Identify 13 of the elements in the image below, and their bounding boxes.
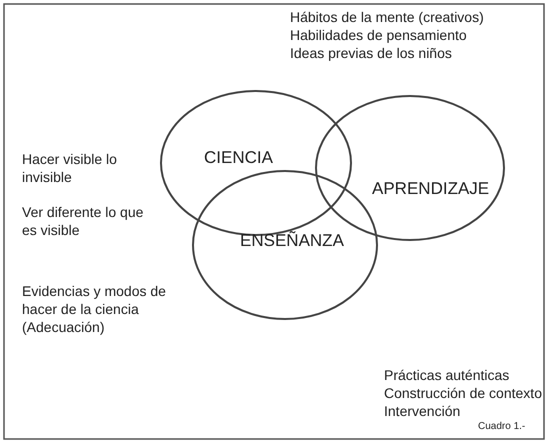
- annotation-text: Ideas previas de los niños: [290, 44, 452, 62]
- annotation-text: Evidencias y modos de hacer de la ciencia (Adecuación): [22, 282, 167, 336]
- annotation-text: Intervención: [384, 402, 460, 420]
- circle-label: CIENCIA: [204, 148, 273, 168]
- annotation-text: Hacer visible lo invisible: [22, 150, 118, 186]
- annotation-text: Ver diferente lo que es visible: [22, 203, 144, 239]
- circle-label: ENSEÑANZA: [240, 231, 344, 251]
- annotation-text: Hábitos de la mente (creativos): [290, 8, 484, 26]
- circle-label: APRENDIZAJE: [372, 179, 490, 199]
- annotation-text: Prácticas auténticas: [384, 366, 510, 384]
- caption: Cuadro 1.-: [478, 420, 526, 434]
- annotation-text: Habilidades de pensamiento: [290, 26, 467, 44]
- annotation-text: Construcción de contexto: [384, 384, 542, 402]
